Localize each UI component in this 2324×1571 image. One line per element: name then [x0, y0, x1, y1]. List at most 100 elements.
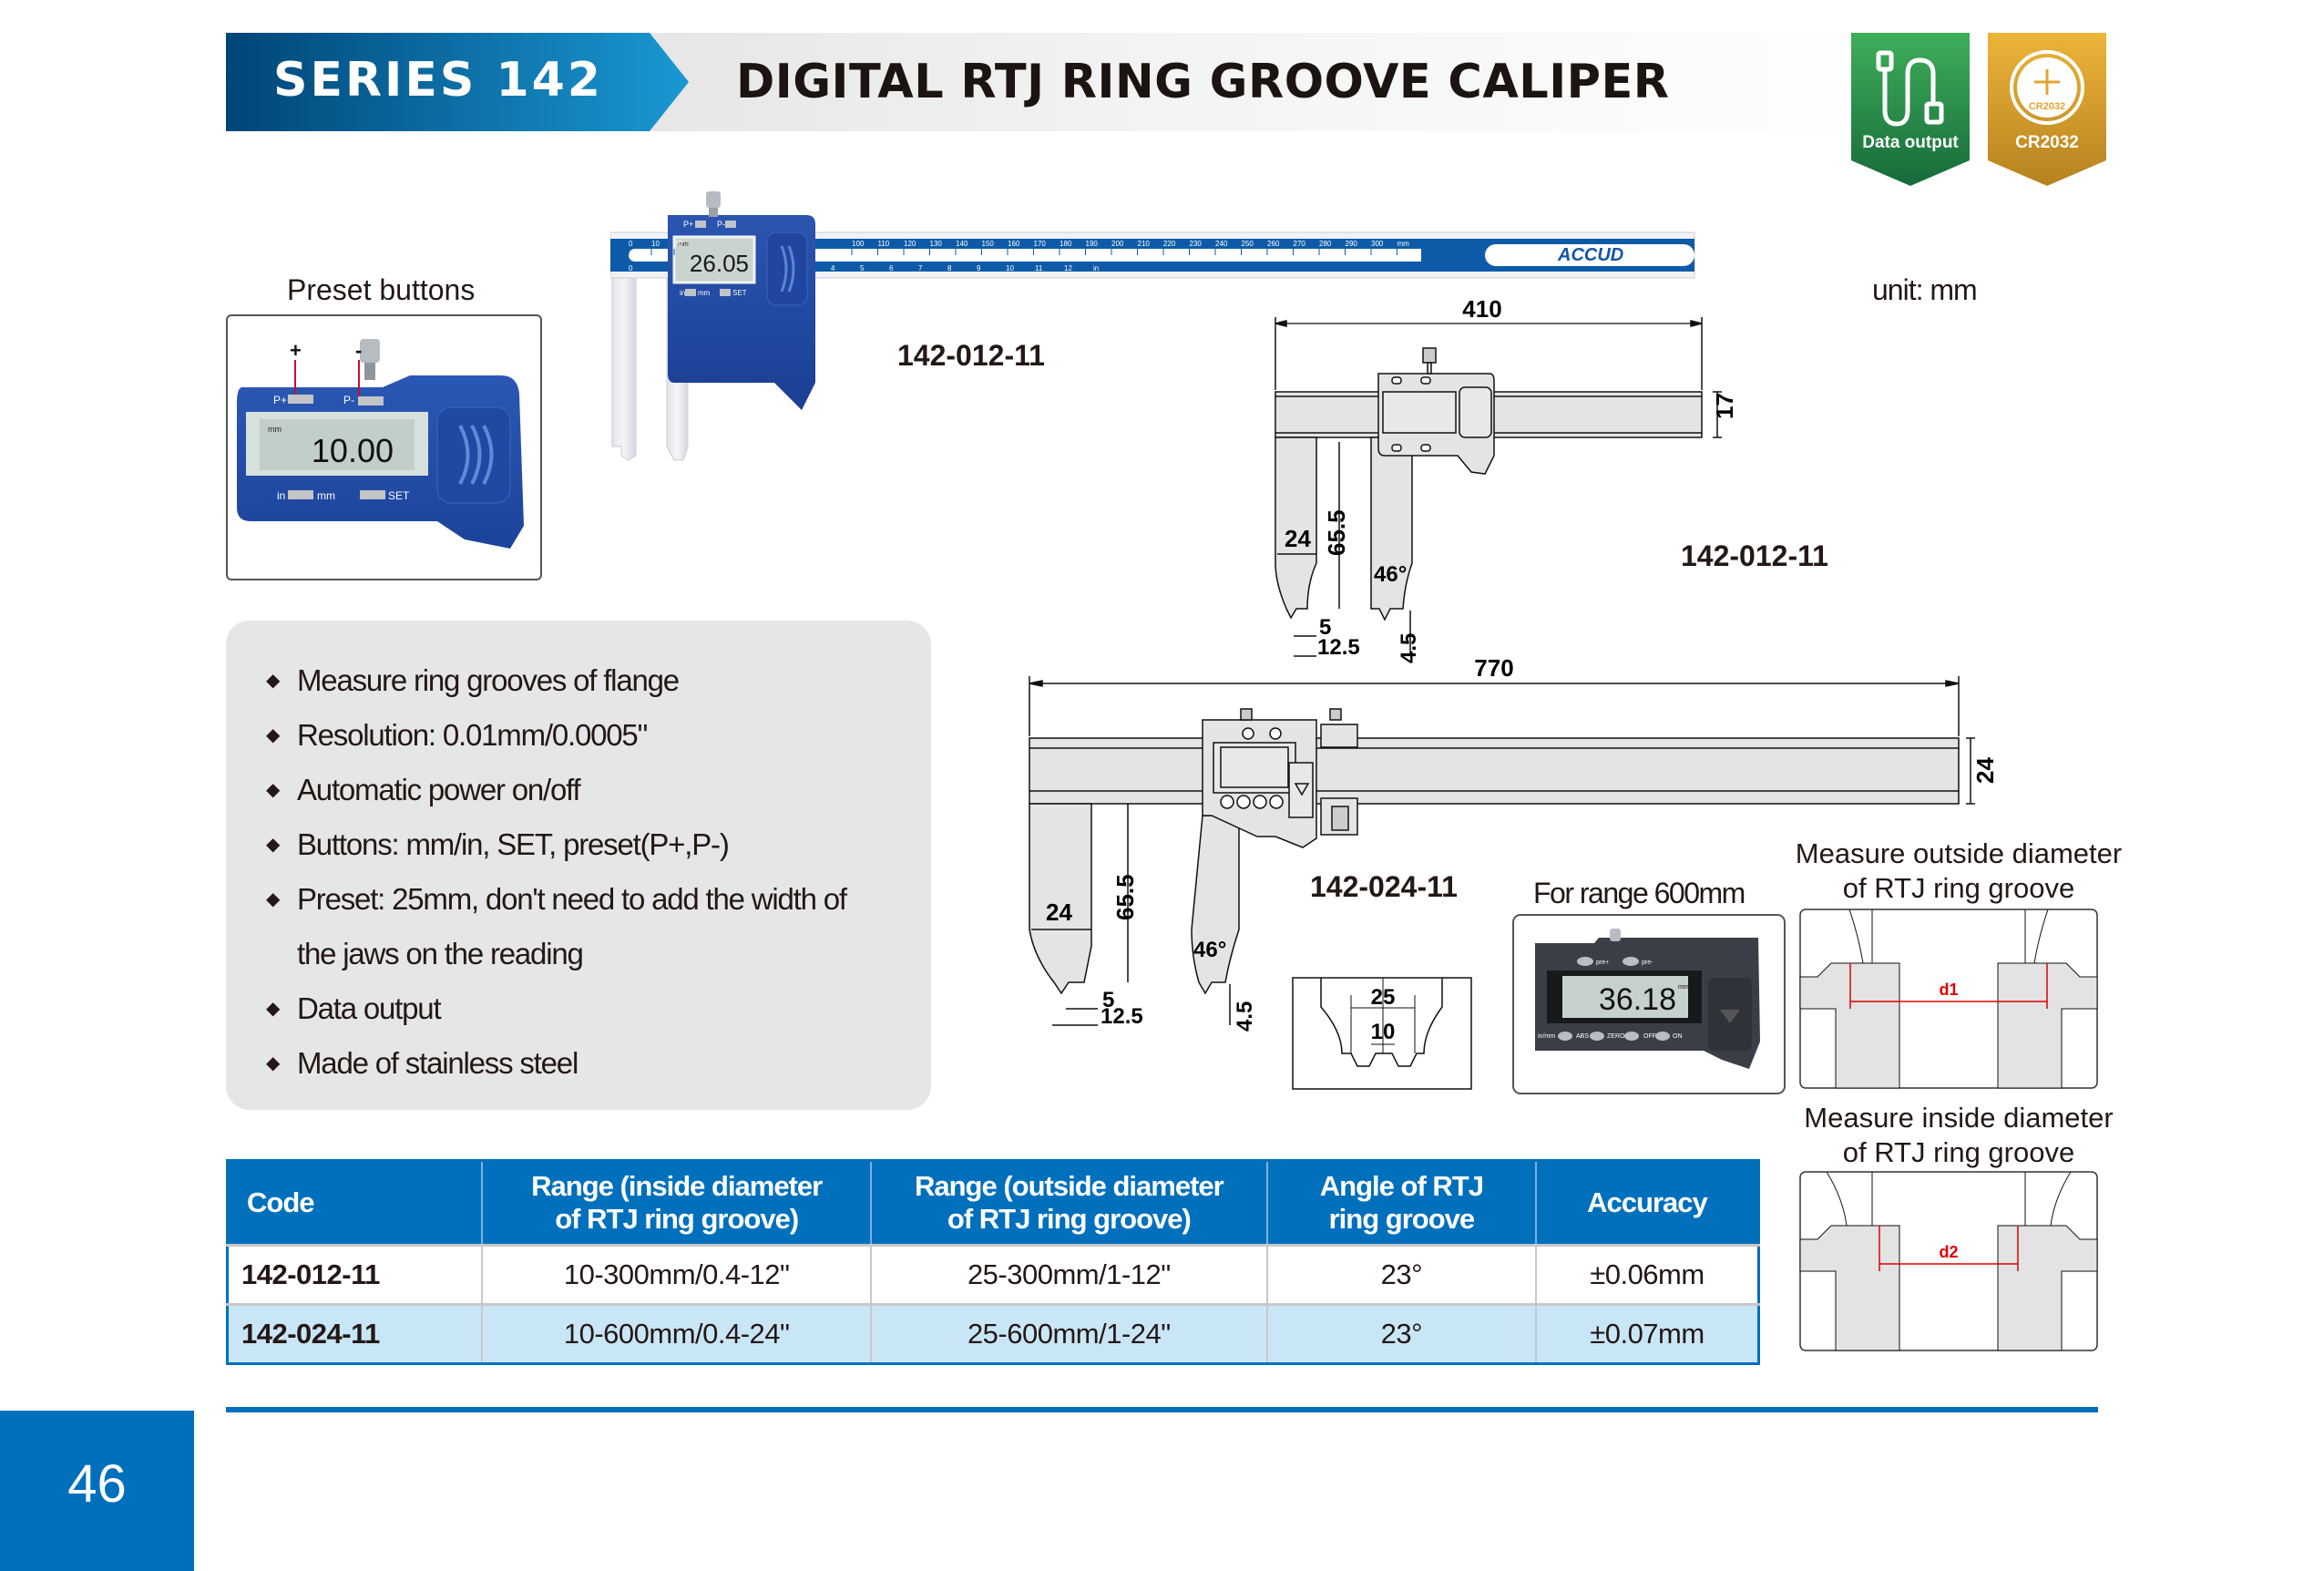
- feature-item: ◆Buttons: mm/in, SET, preset(P+,P-): [266, 817, 846, 872]
- photo-model-label: 142-012-11: [897, 339, 1045, 372]
- features-panel: ◆Measure ring grooves of flange◆Resoluti…: [226, 621, 931, 1110]
- mm-tick-label: 200: [1111, 240, 1124, 248]
- measure-inside-title: Measure inside diameter of RTJ ring groo…: [1781, 1101, 2136, 1170]
- in-label: in: [277, 489, 285, 502]
- detail-inner-dim: 10: [1371, 1020, 1396, 1044]
- jaw-tip-detail: 25 10: [1292, 977, 1472, 1090]
- column-header-line: Range (inside diameter: [531, 1170, 823, 1202]
- column-header-line: of RTJ ring groove): [947, 1203, 1192, 1235]
- battery-inner-text: CR2032: [2029, 101, 2065, 112]
- dim-length-024: 770: [1474, 656, 1513, 682]
- mm-tick-label: 210: [1138, 240, 1151, 248]
- drawing-model-012: 142-012-11: [1681, 539, 1828, 572]
- mm-label: mm: [317, 489, 335, 502]
- feature-item: the jaws on the reading: [266, 927, 846, 981]
- bullet-diamond-icon: ◆: [266, 999, 280, 1019]
- dim-angle-024: 46°: [1193, 938, 1226, 962]
- dim-tip-024: 5: [1102, 988, 1114, 1012]
- mm-tick-label: 10: [651, 240, 660, 248]
- mm-tick-label: 290: [1346, 240, 1358, 248]
- column-header-line: of RTJ ring groove): [555, 1203, 799, 1235]
- bullet-diamond-icon: ◆: [266, 780, 280, 800]
- page-number: 46: [67, 1454, 127, 1514]
- inch-tick-label: in: [1093, 264, 1099, 272]
- feature-item: ◆Measure ring grooves of flange: [266, 653, 846, 708]
- series-label: SERIES 142: [273, 53, 603, 108]
- mm-tick-label: 0: [629, 240, 633, 248]
- dim-tip-offset-012: 12.5: [1317, 635, 1360, 660]
- table-cell: 10-300mm/0.4-12": [482, 1244, 872, 1305]
- photo-set-label: SET: [732, 289, 747, 297]
- inch-tick-label: 8: [947, 264, 952, 272]
- mm-tick-label: 20: [674, 240, 682, 248]
- feature-item: ◆ Automatic power on/off: [266, 763, 846, 817]
- dim-jaw-width-012: 24: [1285, 525, 1311, 552]
- d2-label: d2: [1939, 1243, 1958, 1261]
- zero-label: ZERO: [1607, 1033, 1625, 1040]
- mm-tick-label: 250: [1242, 240, 1254, 248]
- mm-tick-label: 130: [930, 240, 943, 248]
- dim-tip-height-024: 4.5: [1233, 1001, 1257, 1032]
- measure-inside-diagram: d2: [1799, 1171, 2098, 1351]
- mm-tick-label: 110: [878, 240, 890, 248]
- brand-logo: ACCUD: [1557, 245, 1623, 265]
- dim-beam-height-012: 17: [1711, 393, 1738, 419]
- feature-item: ◆Data output: [266, 981, 846, 1036]
- off-label: OFF: [1643, 1033, 1656, 1040]
- preset-display-unit: mm: [268, 425, 282, 434]
- inch-tick-label: 0: [629, 264, 633, 272]
- preset-buttons-photo: + - P+ P- mm 10.00 in mm SET: [226, 314, 542, 580]
- pre-plus-label: pre+: [1596, 960, 1609, 966]
- mm-tick-label: 140: [956, 240, 968, 248]
- dim-tip-012: 5: [1319, 615, 1331, 640]
- inch-tick-label: 11: [1035, 264, 1043, 272]
- dim-jaw-depth-012: 65.5: [1323, 509, 1350, 556]
- photo-display-unit: mm: [678, 241, 689, 248]
- drawing-142-024-11: 770 24 24 65.5 46° 5 12.5 4.5: [1029, 656, 1999, 1032]
- photo-p-minus-label: P-: [717, 220, 725, 229]
- feature-text: Automatic power on/off: [297, 773, 581, 806]
- dim-length-012: 410: [1462, 295, 1501, 323]
- header-title-band: [638, 33, 1913, 131]
- usb-cable-icon: [1876, 50, 1944, 127]
- p-plus-label: P+: [273, 394, 287, 406]
- mm-tick-label: 240: [1215, 240, 1228, 248]
- feature-item: ◆Preset: 25mm, don't need to add the wid…: [266, 872, 847, 927]
- dim-tip-offset-024: 12.5: [1101, 1004, 1143, 1029]
- range600-display-value: 36.18: [1599, 982, 1676, 1017]
- feature-text: Buttons: mm/in, SET, preset(P+,P-): [297, 827, 730, 861]
- minus-marker: -: [355, 339, 362, 362]
- feature-text: the jaws on the reading: [297, 937, 584, 970]
- column-header-line: ring groove: [1328, 1203, 1476, 1235]
- mm-tick-label: 120: [904, 240, 916, 248]
- p-plus-button: [288, 395, 313, 404]
- set-label: SET: [388, 489, 410, 502]
- inch-tick-label: 10: [1006, 264, 1014, 272]
- plus-marker: +: [290, 339, 302, 362]
- series-banner: [226, 33, 689, 131]
- preset-title: Preset buttons: [287, 273, 476, 306]
- mm-tick-label: 220: [1163, 240, 1176, 248]
- mm-tick-label: 300: [1371, 240, 1384, 248]
- table-cell: 25-600mm/1-24": [870, 1303, 1268, 1364]
- column-header-line: Angle of RTJ: [1319, 1170, 1484, 1202]
- range600-display-photo: pre+ pre- 36.18 mm in/mm ABS ZERO OFF ON: [1512, 914, 1786, 1094]
- table-cell: 23°: [1266, 1303, 1537, 1364]
- abs-label: ABS: [1576, 1033, 1589, 1040]
- mm-tick-label: 230: [1190, 240, 1203, 248]
- in-mm-label: in/mm: [1538, 1033, 1555, 1040]
- dim-jaw-depth-024: 65.5: [1111, 874, 1139, 920]
- table-cell: 142-024-11: [227, 1303, 484, 1364]
- photo-display-value: 26.05: [690, 250, 749, 277]
- mm-tick-label: 280: [1319, 240, 1332, 248]
- table-cell: ±0.07mm: [1535, 1303, 1760, 1364]
- detail-outer-dim: 25: [1371, 985, 1396, 1010]
